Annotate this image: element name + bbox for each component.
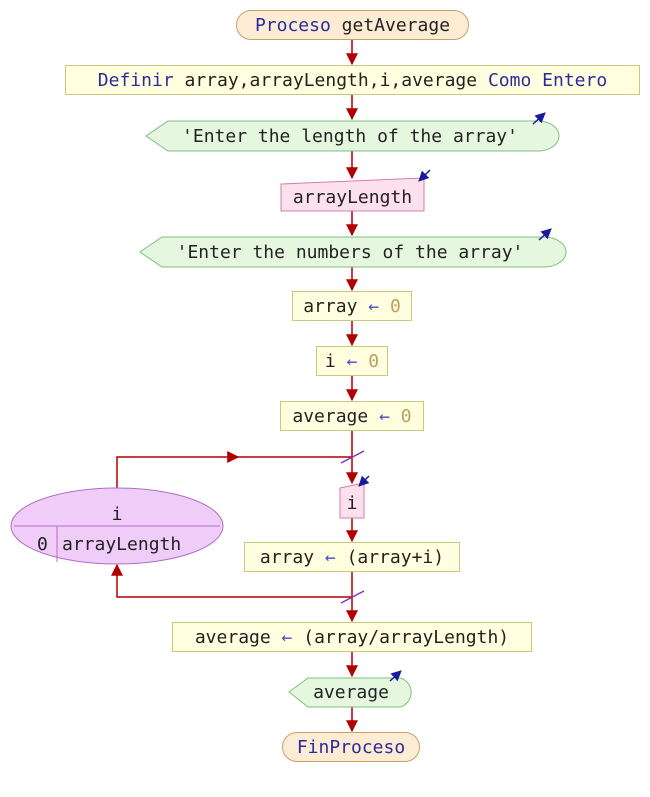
loop-entry-tick (340, 450, 365, 464)
input-arrow-icon (418, 169, 431, 182)
define-vars: array,arrayLength,i,average (184, 69, 478, 91)
wire-loop-top-arrow (116, 451, 240, 488)
assign1-target: array (303, 295, 358, 317)
output-arrow-icon (389, 670, 402, 682)
assign3-arrow: ← (379, 405, 390, 427)
assign1-value: 0 (389, 295, 401, 317)
wires (111, 40, 358, 733)
assign1-arrow: ← (368, 295, 380, 317)
assign3-value: 0 (400, 405, 412, 427)
loop-end: arrayLength (62, 533, 182, 555)
assign2-target: i (324, 350, 336, 372)
input2-shape (339, 482, 365, 519)
assign5-arrow: ← (281, 626, 293, 648)
input1-var: arrayLength (292, 186, 413, 208)
loop-var: i (111, 503, 123, 525)
assign-average-zero: average ← 0 (280, 401, 424, 431)
assign5-expr: (array/arrayLength) (303, 626, 510, 648)
loop-exit-tick (340, 590, 365, 604)
output3-text: average (313, 682, 389, 703)
define-como: Como (487, 69, 532, 91)
assign4-arrow: ← (324, 546, 336, 568)
define-statement: Definir array,arrayLength,i,average Como… (65, 65, 640, 95)
assign-average-division: average ← (array/arrayLength) (172, 622, 532, 652)
start-keyword: Proceso (254, 14, 331, 36)
output3-shape (288, 677, 412, 708)
input2-var: i (346, 492, 358, 514)
output1-text: 'Enter the length of the array' (182, 125, 518, 147)
loop-start: 0 (37, 533, 48, 555)
assign2-value: 0 (368, 350, 380, 372)
assign3-target: average (292, 405, 369, 427)
define-keyword: Definir (97, 69, 174, 91)
start-terminal: Proceso getAverage (236, 10, 469, 40)
assign4-expr: (array+i) (346, 546, 445, 568)
process-name: getAverage (341, 14, 451, 36)
input1-shape (280, 177, 425, 212)
output-arrow-icon (532, 112, 546, 125)
output-arrow-icon (538, 228, 552, 241)
assign5-target: average (194, 626, 271, 648)
end-keyword: FinProceso (296, 736, 406, 758)
assign-array-sum: array ← (array+i) (244, 542, 460, 572)
assign-i-zero: i ← 0 (316, 346, 388, 376)
define-type: Entero (542, 69, 608, 91)
assign4-target: array (259, 546, 315, 568)
output2-text: 'Enter the numbers of the array' (176, 241, 524, 263)
assign2-arrow: ← (346, 350, 358, 372)
end-terminal: FinProceso (282, 732, 420, 762)
wire-loop-back (111, 563, 352, 598)
input-arrow-icon (358, 475, 370, 487)
assign-array-zero: array ← 0 (292, 291, 412, 321)
